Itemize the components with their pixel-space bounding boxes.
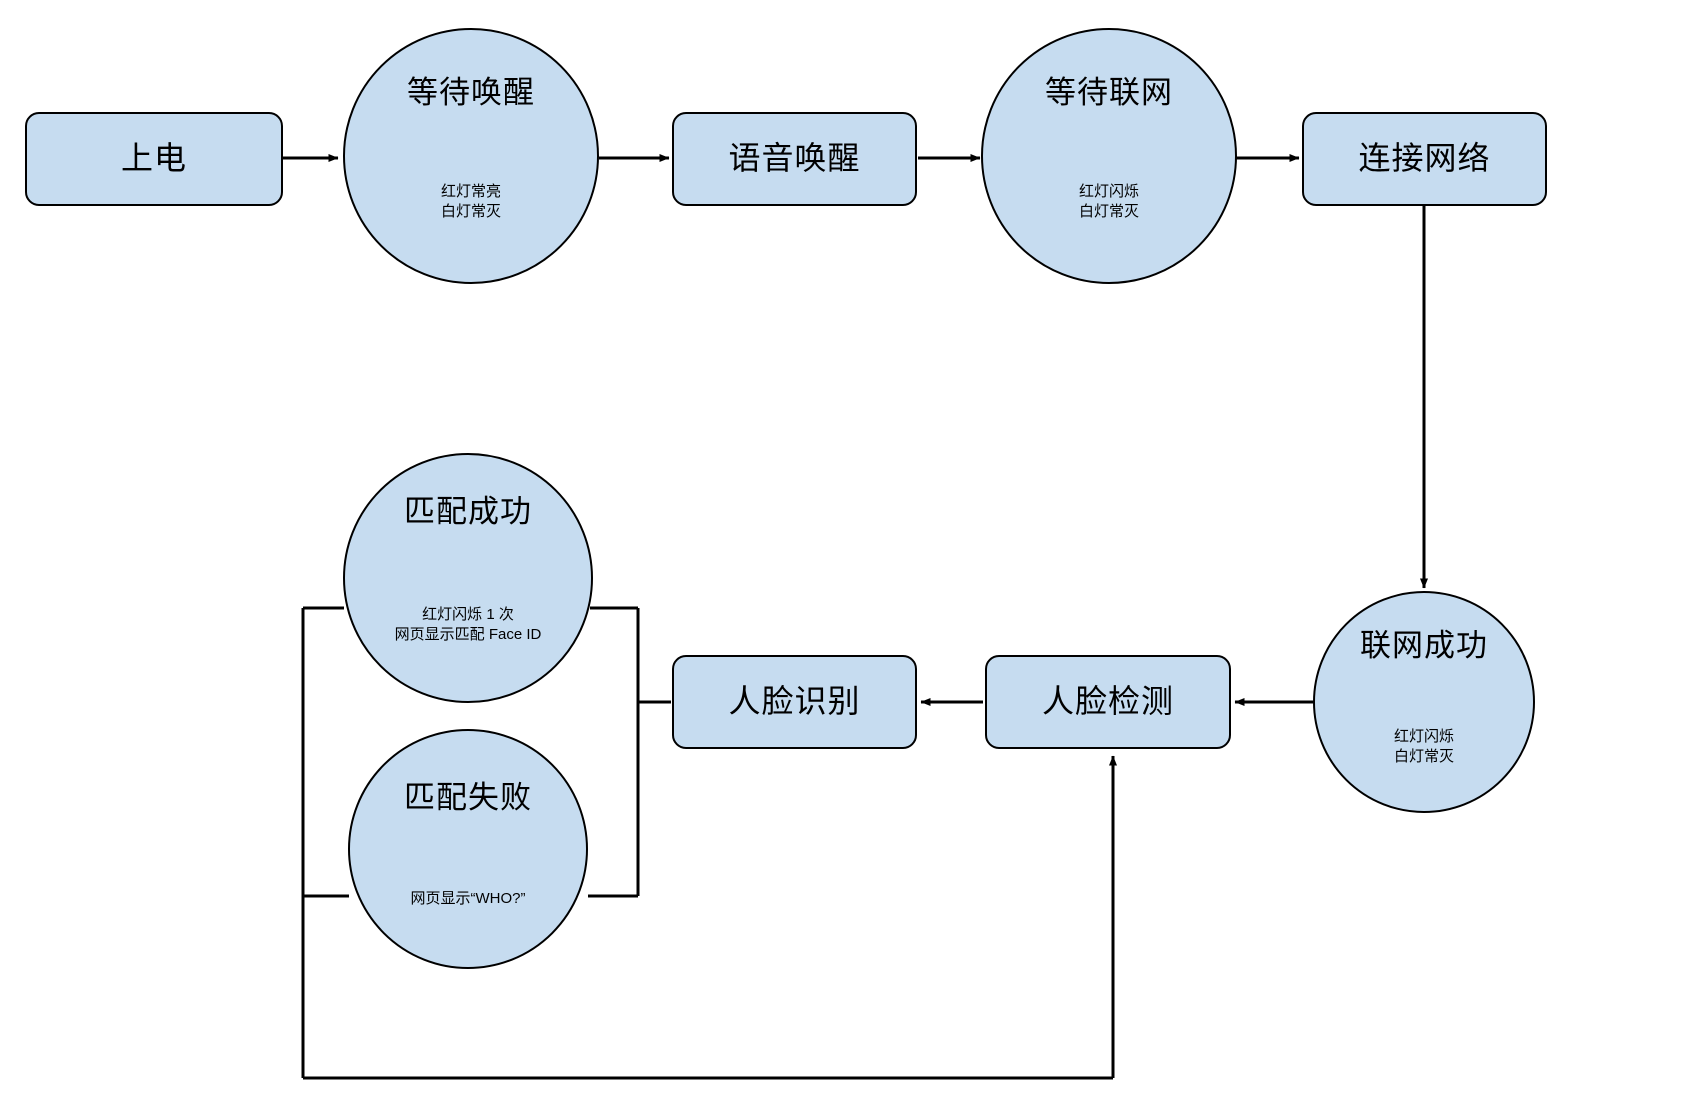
node-match-fail-detail: 网页显示“WHO?” xyxy=(410,890,526,907)
node-net-success-label: 联网成功 xyxy=(1360,628,1488,663)
node-wait-wake-detail: 红灯常亮 白灯常灭 xyxy=(440,183,501,221)
node-face-recog[interactable]: 人脸识别 xyxy=(672,655,917,749)
node-face-recog-label: 人脸识别 xyxy=(728,683,861,720)
node-match-fail[interactable]: 匹配失败 网页显示“WHO?” xyxy=(348,729,588,969)
node-wait-network-detail: 红灯闪烁 白灯常灭 xyxy=(1078,183,1139,221)
node-wait-wake[interactable]: 等待唤醒 红灯常亮 白灯常灭 xyxy=(343,28,599,284)
node-wait-wake-label: 等待唤醒 xyxy=(407,75,535,110)
node-wait-network[interactable]: 等待联网 红灯闪烁 白灯常灭 xyxy=(981,28,1237,284)
node-power-on[interactable]: 上电 xyxy=(25,112,283,206)
node-match-success[interactable]: 匹配成功 红灯闪烁 1 次 网页显示匹配 Face ID xyxy=(343,453,593,703)
node-voice-wake[interactable]: 语音唤醒 xyxy=(672,112,917,206)
node-power-on-label: 上电 xyxy=(120,140,187,177)
node-face-detect[interactable]: 人脸检测 xyxy=(985,655,1231,749)
node-connect-net[interactable]: 连接网络 xyxy=(1302,112,1547,206)
node-match-success-label: 匹配成功 xyxy=(404,494,532,529)
node-voice-wake-label: 语音唤醒 xyxy=(728,140,861,177)
node-net-success[interactable]: 联网成功 红灯闪烁 白灯常灭 xyxy=(1313,591,1535,813)
node-match-fail-label: 匹配失败 xyxy=(404,780,532,815)
node-face-detect-label: 人脸检测 xyxy=(1041,683,1174,720)
node-net-success-detail: 红灯闪烁 白灯常灭 xyxy=(1393,728,1454,766)
node-match-success-detail: 红灯闪烁 1 次 网页显示匹配 Face ID xyxy=(394,606,542,644)
node-wait-network-label: 等待联网 xyxy=(1045,75,1173,110)
node-connect-net-label: 连接网络 xyxy=(1358,140,1491,177)
